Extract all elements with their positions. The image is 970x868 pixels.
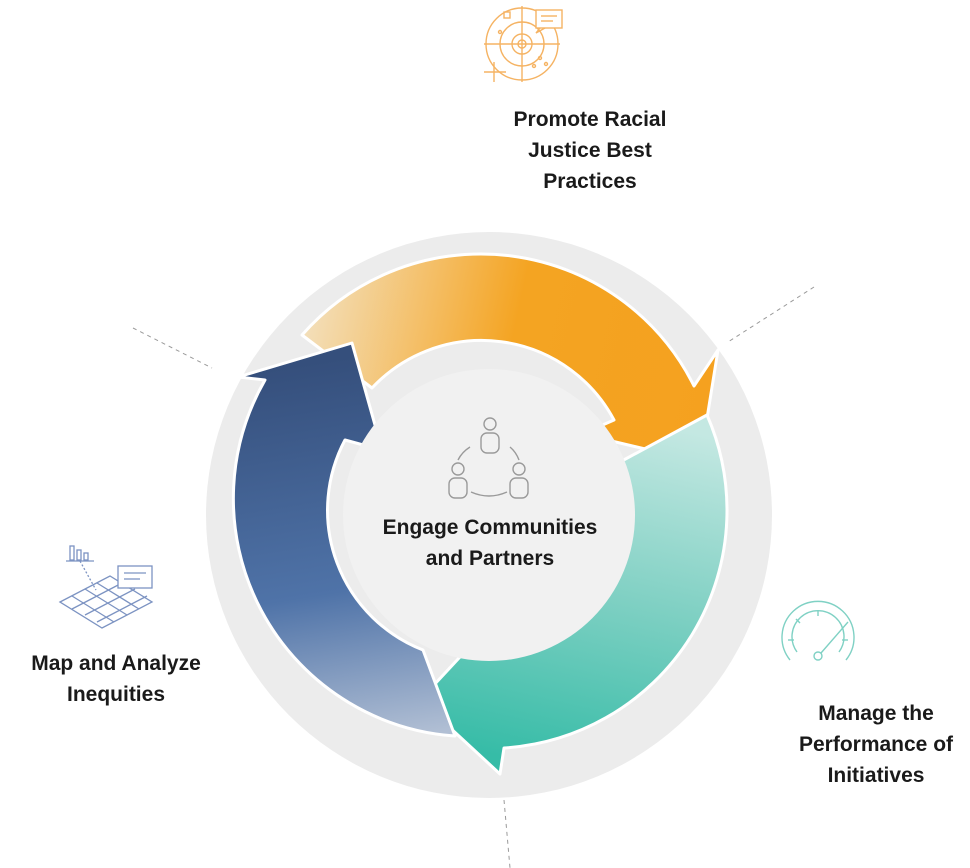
stage-label-line: Initiatives — [827, 764, 925, 787]
stage-label-line: Inequities — [66, 683, 166, 706]
leader-line-left — [132, 327, 213, 369]
center-label-line: Engage Communities — [382, 516, 598, 539]
stage-label-line: Promote Racial — [513, 108, 667, 131]
leader-line-right — [727, 286, 815, 343]
stage-label-promote: Promote Racial Justice Best Practices — [490, 104, 690, 197]
center-label: Engage Communities and Partners — [340, 512, 640, 574]
stage-label-line: Map and Analyze — [31, 652, 201, 675]
stage-label-map: Map and Analyze Inequities — [6, 648, 226, 710]
people-network-icon — [448, 417, 529, 499]
leader-line-bottom — [503, 799, 511, 868]
target-chat-icon — [484, 6, 563, 82]
stage-label-manage: Manage the Performance of Initiatives — [776, 698, 970, 791]
stage-label-line: Justice Best — [528, 139, 652, 162]
speedometer-icon — [781, 600, 855, 661]
stage-label-line: Manage the — [818, 702, 934, 725]
stage-label-line: Performance of — [798, 733, 954, 756]
blue-arrow — [231, 341, 457, 738]
inner-circle — [343, 369, 635, 661]
map-chart-icon — [58, 545, 154, 629]
stage-label-line: Practices — [543, 170, 637, 193]
center-label-line: and Partners — [425, 547, 555, 570]
orange-arrow — [300, 252, 720, 464]
